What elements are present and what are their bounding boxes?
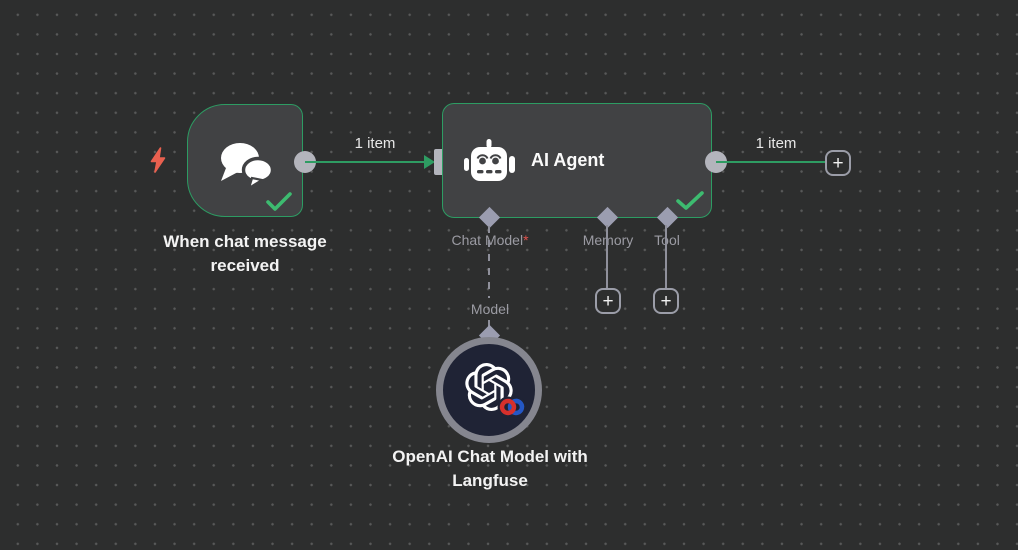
lightning-bolt-icon [150, 147, 166, 173]
port-label-text: Chat Model [451, 232, 524, 248]
connection-arrow [424, 155, 435, 169]
node-when-chat-message-received[interactable] [187, 104, 303, 217]
robot-icon [464, 139, 515, 181]
connection-trigger-to-agent[interactable] [305, 161, 426, 163]
output-items-label: 1 item [755, 135, 797, 152]
tool-port-stub [665, 225, 667, 288]
chat-bubbles-icon [221, 143, 275, 189]
add-memory-button[interactable]: + [595, 288, 621, 314]
connection-agent-output[interactable] [716, 161, 825, 163]
check-icon [676, 191, 704, 210]
chat-model-port-label: Chat Model* [451, 232, 528, 248]
memory-port-stub [606, 225, 608, 288]
required-asterisk: * [523, 232, 529, 248]
trigger-node-label: When chat message received [163, 232, 327, 275]
openai-icon [465, 363, 513, 411]
add-node-button[interactable]: + [825, 150, 851, 176]
connection-items-label: 1 item [354, 135, 396, 152]
agent-node-title: AI Agent [531, 150, 605, 170]
add-tool-button[interactable]: + [653, 288, 679, 314]
connection-model-dashed[interactable] [488, 226, 490, 298]
model-connection-label: Model [470, 301, 510, 317]
langfuse-icon [497, 396, 527, 418]
check-icon [266, 192, 292, 211]
tool-port-label: Tool [654, 232, 680, 248]
model-node-label: OpenAI Chat Model with Langfuse [392, 447, 588, 490]
agent-input-endpoint[interactable] [434, 149, 445, 175]
node-ai-agent[interactable]: AI Agent [442, 103, 712, 218]
node-openai-chat-model[interactable] [436, 337, 542, 443]
memory-port-label: Memory [582, 232, 634, 248]
